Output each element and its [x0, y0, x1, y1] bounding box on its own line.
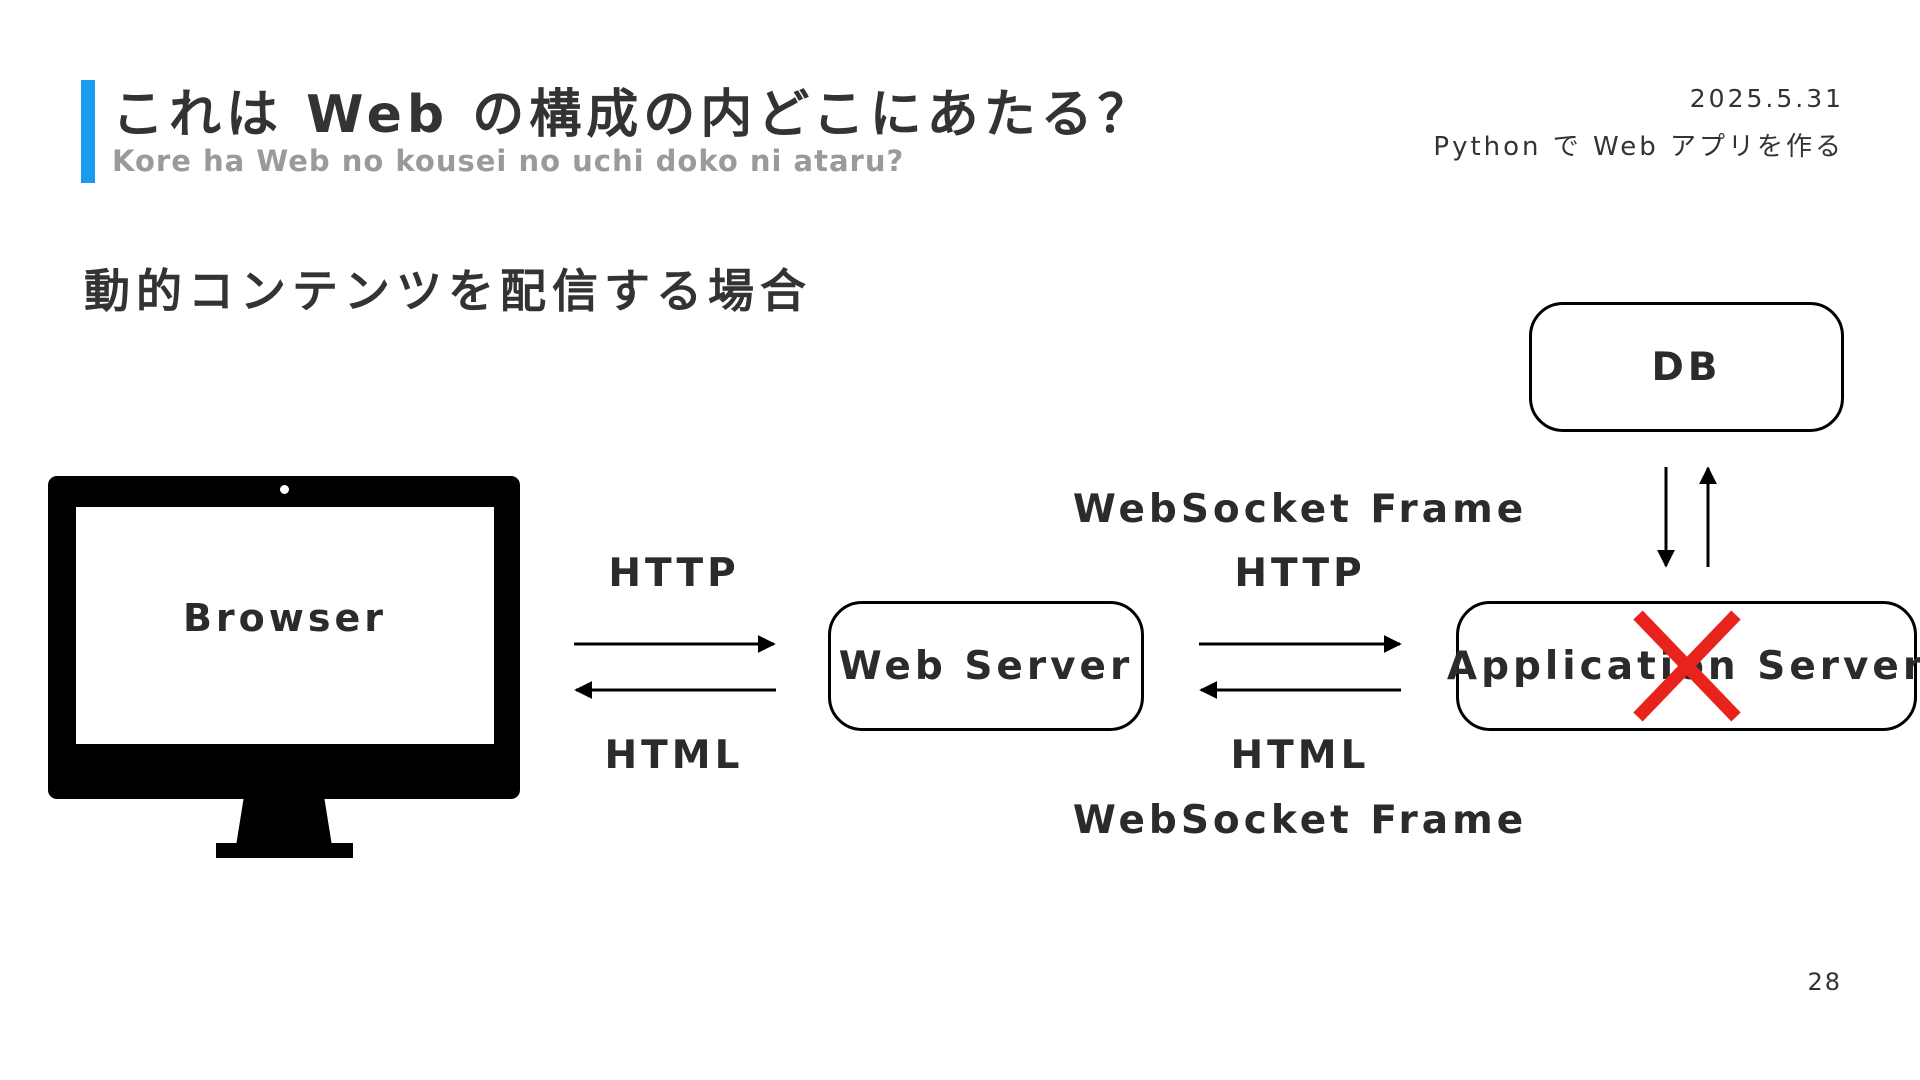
left-request-label: HTTP: [608, 551, 740, 596]
monitor-camera: [280, 485, 289, 494]
browser-label: Browser: [182, 596, 388, 640]
db-box: DB: [1529, 302, 1844, 432]
section-heading: 動的コンテンツを配信する場合: [84, 264, 812, 318]
right-request-label-1: WebSocket Frame: [1072, 487, 1528, 532]
web-server-label: Web Server: [838, 643, 1134, 689]
db-label: DB: [1651, 344, 1722, 390]
course-title: Python で Web アプリを作る: [1433, 132, 1844, 162]
left-response-label: HTML: [604, 733, 744, 778]
monitor-screen: [76, 507, 494, 744]
monitor-base: [216, 843, 353, 858]
monitor-stand: [236, 798, 332, 846]
slide-date: 2025.5.31: [1689, 84, 1844, 113]
slide-title: これは Web の構成の内どこにあたる？: [112, 85, 1155, 145]
right-response-label-1: HTML: [1230, 733, 1370, 778]
slide-subtitle: Kore ha Web no kousei no uchi doko ni at…: [112, 144, 905, 178]
right-request-label-2: HTTP: [1234, 551, 1366, 596]
right-response-label-2: WebSocket Frame: [1072, 798, 1528, 843]
page-number: 28: [1807, 968, 1842, 996]
web-server-box: Web Server: [828, 601, 1144, 731]
title-accent-bar: [81, 80, 95, 183]
